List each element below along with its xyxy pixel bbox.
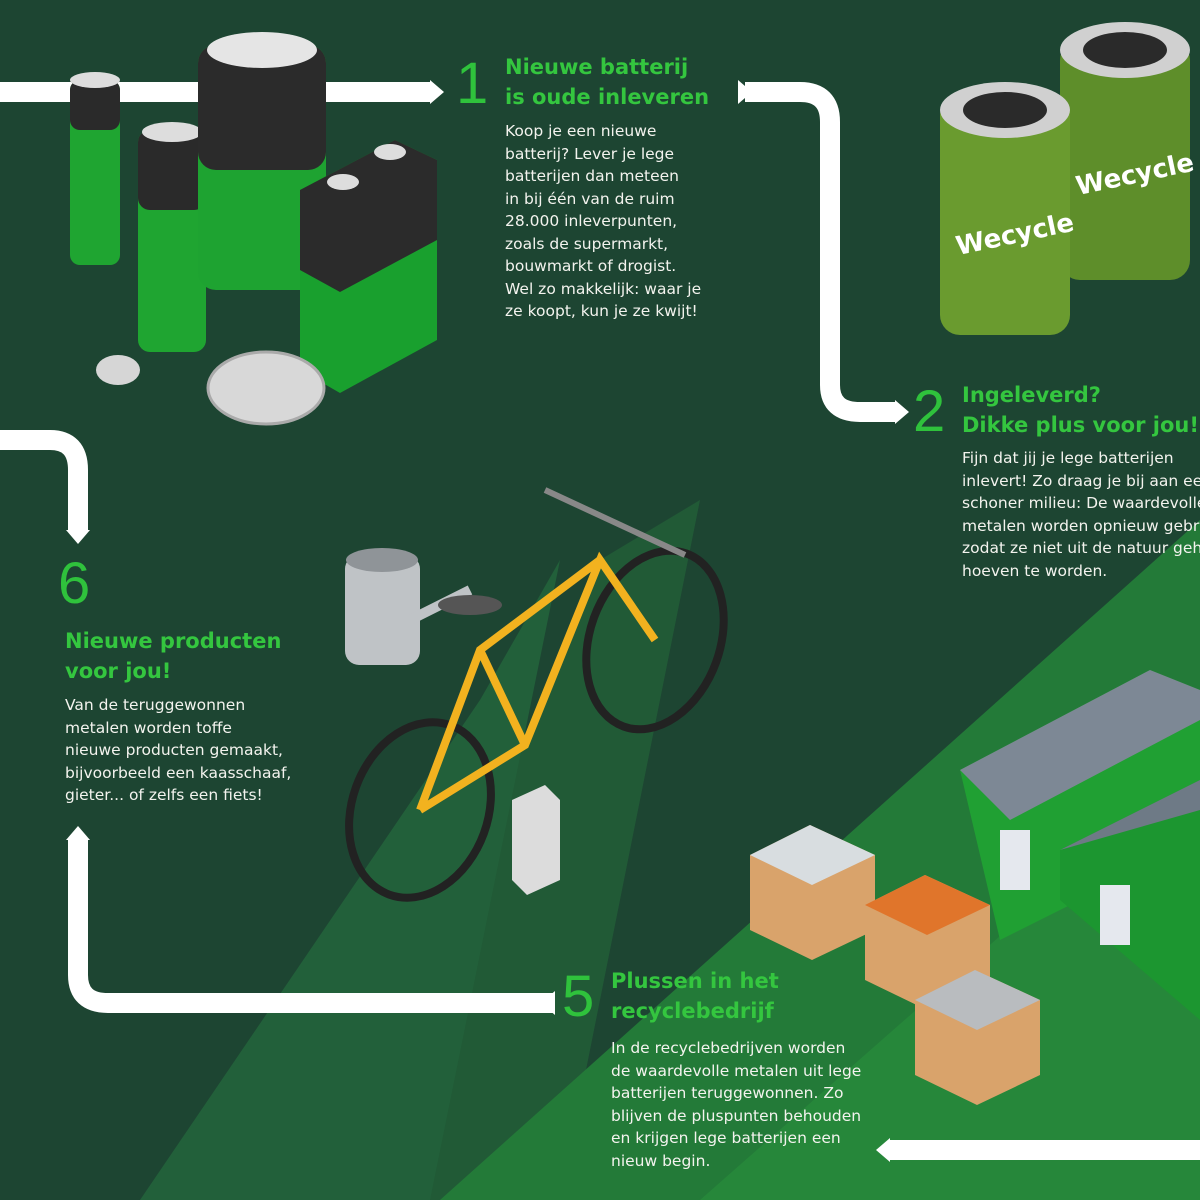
text-line: in bij één van de ruim (505, 189, 675, 208)
products-illustration (345, 487, 728, 902)
warehouse-illustration (960, 670, 1200, 1020)
text-line: en krijgen lege batterijen een (611, 1129, 841, 1147)
text-line: zoals de supermarkt, (505, 234, 669, 253)
text-line: blijven de pluspunten behouden (611, 1106, 862, 1125)
step-2-title: Ingeleverd? Dikke plus voor jou! (962, 380, 1199, 440)
title-line: Plussen in het (611, 969, 779, 993)
text-line: nieuwe producten gemaakt, (65, 741, 283, 759)
step-5-title: Plussen in het recyclebedrijf (611, 966, 779, 1026)
step-1-description: Koop je een nieuwe batterij? Lever je le… (505, 120, 701, 323)
text-line: batterij? Lever je lege (505, 144, 675, 163)
arrow-right-icon (738, 80, 752, 104)
text-line: metalen worden toffe (65, 718, 232, 737)
text-line: Wel zo makkelijk: waar je (505, 279, 702, 298)
text-line: Van de teruggewonnen (65, 696, 246, 714)
text-line: inlevert! Zo draag je bij aan een (962, 471, 1200, 490)
text-line: hoeven te worden. (962, 561, 1108, 580)
arrow-left-icon (541, 991, 555, 1015)
text-line: batterijen teruggewonnen. Zo (611, 1084, 844, 1102)
batteries-illustration (70, 32, 437, 426)
step-5-number: 5 (562, 964, 595, 1029)
title-line: is oude inleveren (505, 85, 710, 109)
step-1-title: Nieuwe batterij is oude inleveren (505, 52, 709, 112)
arrow-right-icon (430, 80, 444, 104)
step-2-description: Fijn dat jij je lege batterijen inlevert… (962, 447, 1200, 582)
arrow-down-icon (66, 530, 90, 544)
title-line: recyclebedrijf (611, 999, 774, 1023)
title-line: Dikke plus voor jou! (962, 413, 1199, 437)
text-line: 28.000 inleverpunten, (505, 212, 678, 230)
light-beam (140, 560, 560, 1200)
title-line: Nieuwe producten (65, 629, 282, 653)
title-line: Ingeleverd? (962, 383, 1101, 407)
text-line: zodat ze niet uit de natuur gehaald (962, 539, 1200, 557)
wecycle-bins-illustration: Wecycle Wecycle (940, 22, 1197, 335)
text-line: Koop je een nieuwe (505, 122, 657, 140)
arrow-right-icon (895, 400, 909, 424)
step-5-description: In de recyclebedrijven worden de waardev… (611, 1037, 861, 1172)
text-line: nieuw begin. (611, 1151, 711, 1170)
text-line: schoner milieu: De waardevolle (962, 494, 1200, 512)
text-line: In de recyclebedrijven worden (611, 1039, 846, 1057)
arrow-up-icon (66, 826, 90, 840)
step-1-number: 1 (456, 51, 489, 116)
step-6-description: Van de teruggewonnen metalen worden toff… (65, 694, 291, 807)
path-arrowheads (66, 80, 909, 1162)
step-6-number: 6 (58, 551, 91, 616)
step-2-number: 2 (913, 379, 946, 444)
text-line: ze koopt, kun je ze kwijt! (505, 302, 698, 320)
title-line: Nieuwe batterij (505, 55, 689, 79)
text-line: de waardevolle metalen uit lege (611, 1061, 862, 1080)
step-6-title: Nieuwe producten voor jou! (65, 626, 281, 686)
text-line: gieter... of zelfs een fiets! (65, 786, 263, 804)
text-line: metalen worden opnieuw gebruikt, (962, 516, 1200, 535)
crates-illustration (750, 825, 1040, 1105)
text-line: Fijn dat jij je lege batterijen (962, 449, 1174, 467)
title-line: voor jou! (65, 659, 172, 683)
text-line: bouwmarkt of drogist. (505, 257, 677, 275)
text-line: bijvoorbeeld een kaasschaaf, (65, 763, 292, 782)
text-line: batterijen dan meteen (505, 167, 679, 185)
arrow-left-icon (876, 1138, 890, 1162)
